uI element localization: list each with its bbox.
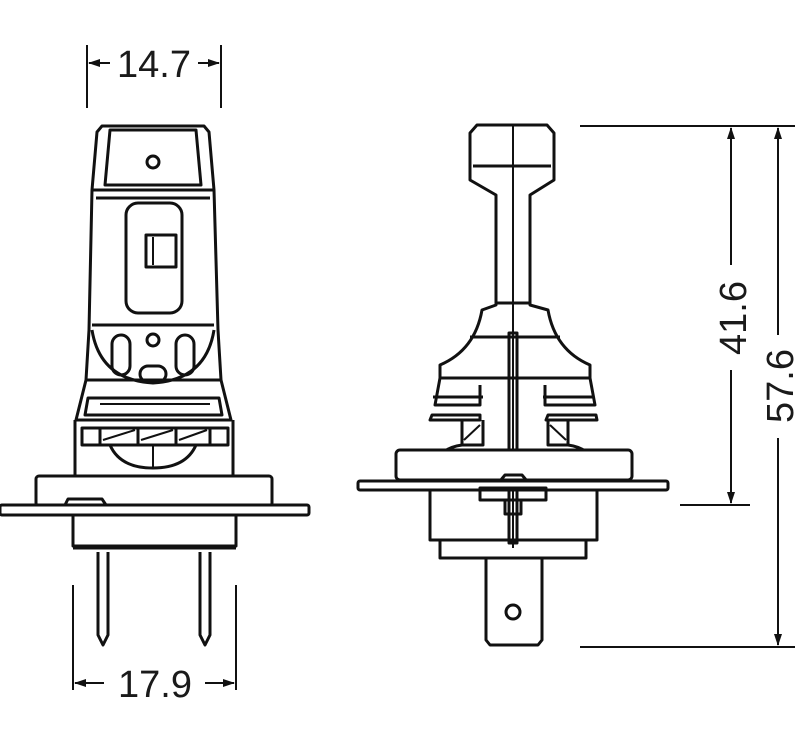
dimension-label-body-height: 41.6: [713, 281, 755, 355]
dimension-label-total-height: 57.6: [760, 349, 799, 423]
dimension-label-bottom-width: 17.9: [118, 664, 192, 706]
dimension-top-width: 14.7: [86, 44, 222, 108]
side-view: 41.6 57.6: [356, 123, 799, 648]
dimension-label-top-width: 14.7: [117, 44, 191, 86]
dimension-bottom-width: 17.9: [72, 585, 237, 706]
dimension-body-height: 41.6: [580, 125, 795, 506]
dimension-total-height: 57.6: [580, 127, 799, 648]
front-view: 14.7: [0, 44, 311, 706]
